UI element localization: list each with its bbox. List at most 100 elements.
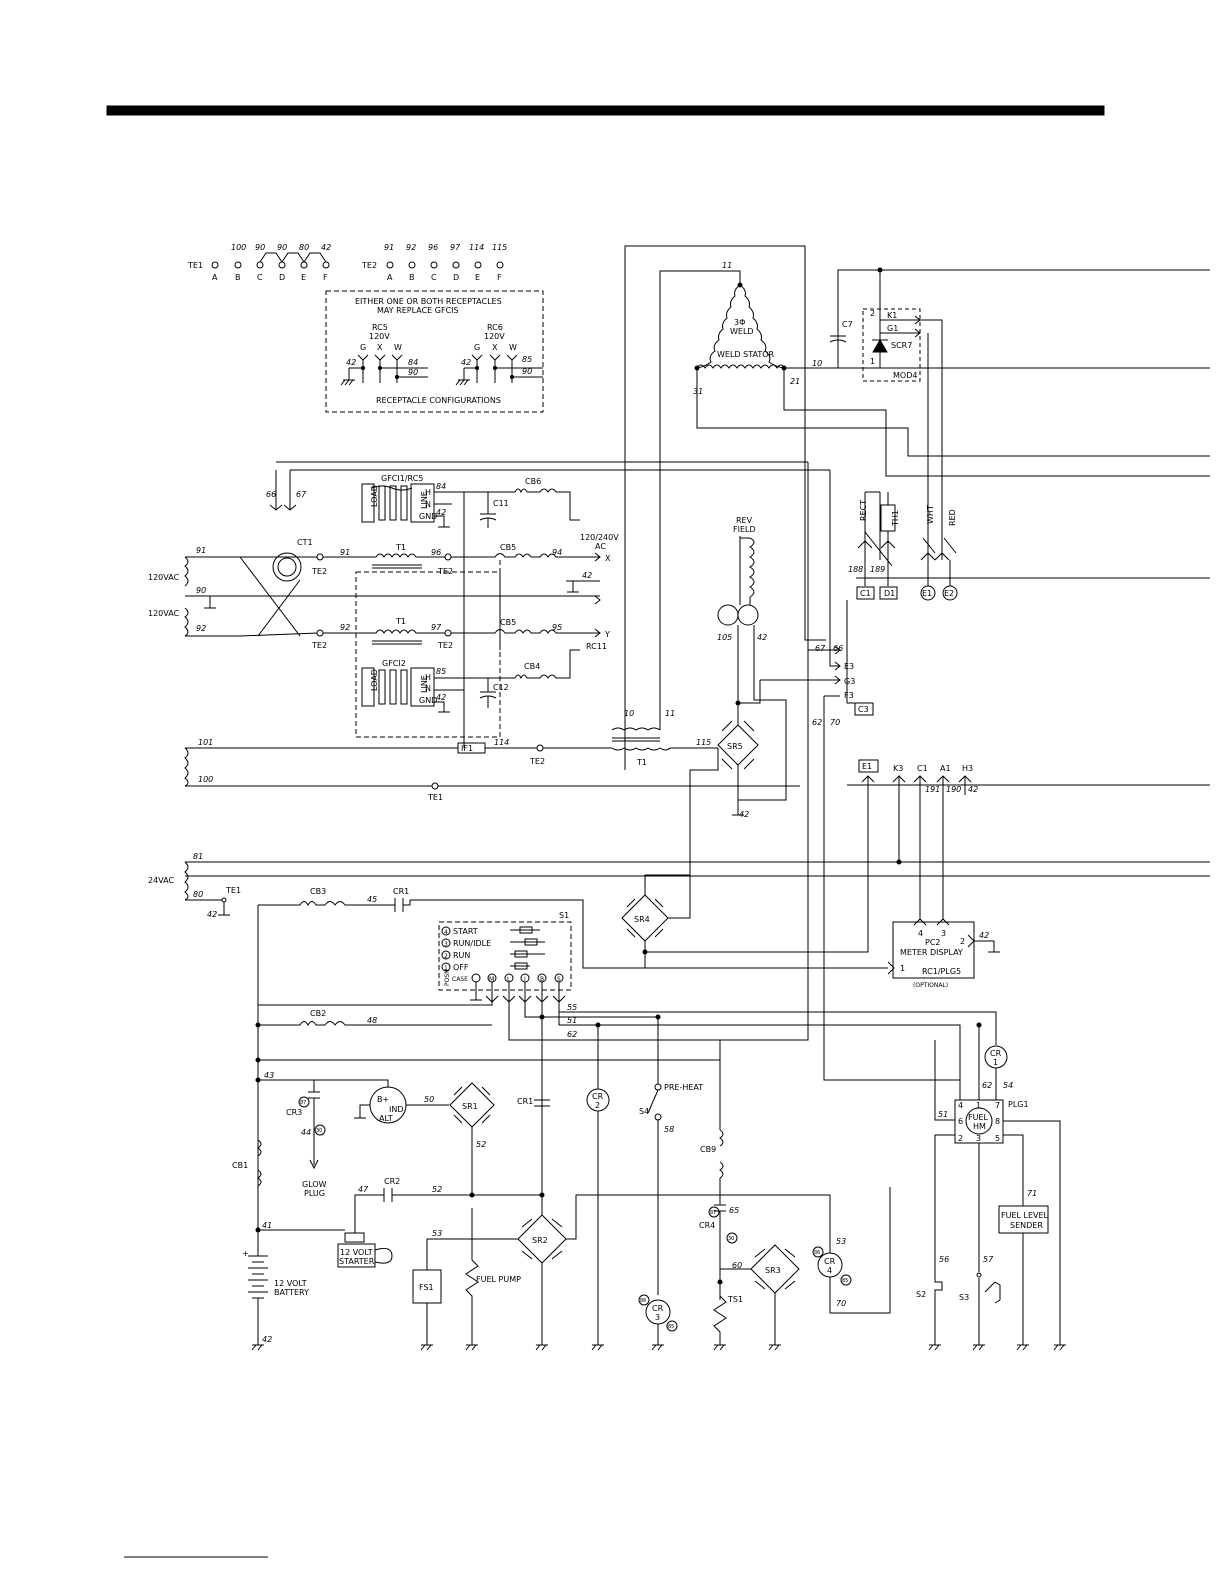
pc2-wire-42: 42 [979,931,989,940]
t1-top-label: T1 [395,543,406,552]
field-wire-66: 66 [833,644,843,653]
c12-label: C12 [493,683,509,692]
cb4-label: CB4 [524,662,540,671]
s2-label: S2 [916,1290,926,1299]
pc2-pin-4: 4 [918,929,923,938]
preheat-label: PRE-HEAT [664,1083,703,1092]
s1-wire-51: 51 [567,1016,577,1025]
gfci2-wire-85: 85 [436,667,446,676]
aux-wire-91b: 91 [340,548,350,557]
conn-f3: F3 [844,691,854,700]
sr4-label: SR4 [634,915,650,924]
exciter-circuit: IF1 101 100 114 TE2 TE1 T1 10 11 115 42 [184,709,800,819]
eng-wire-70: 70 [836,1299,846,1308]
exciter-wire-10: 10 [624,709,634,718]
stator-wire-31: 31 [693,387,703,396]
te1-letter-d: D [279,273,285,282]
s1-num-4: 4 [444,929,448,936]
aux-wire-91a: 91 [196,546,206,555]
eng-wire-52b: 52 [476,1140,486,1149]
conn-d1: D1 [884,589,895,598]
ts1-label: TS1 [727,1295,743,1304]
mod4-g1: G1 [887,324,898,333]
pc2-bus: E1 K3 C1 A1 H3 191 190 42 [645,759,1210,953]
bus-wire-190: 190 [946,785,961,794]
te2-letter-b: B [409,273,415,282]
sr5-label: SR5 [727,742,743,751]
wire-94: 94 [552,548,562,557]
gfci2-name: GFCI2 [382,659,406,668]
exciter-wire-101: 101 [198,738,213,747]
gfci1-gnd: GND [419,512,437,521]
field-wire-62: 62 [812,718,822,727]
te2-wire-e: 114 [469,243,484,252]
out-x: X [605,554,611,563]
aux-wire-97: 97 [431,623,442,632]
s1-num-1: 1 [444,965,448,972]
sr2-label: SR2 [532,1236,548,1245]
te1-letter-b: B [235,273,241,282]
plg1-label: PLG1 [1008,1100,1029,1109]
s1-term-s: S [557,976,561,983]
weld-stator: 3Φ WELD WELD STATOR 11 31 21 10 [624,245,1210,770]
eng-wire-51b: 51 [938,1110,948,1119]
exciter-wire-11: 11 [665,709,675,718]
s1-num-3: 3 [444,941,448,948]
rc6-pin-w: W [509,343,517,352]
conn-c3: C3 [858,705,869,714]
te1-wire-c: 90 [255,243,265,252]
aux-120vac: 120VAC 120VAC CT1 66 67 91 90 92 TE2 TE2… [148,461,830,650]
bus-e1: E1 [862,762,872,771]
p86a: 86 [640,1298,646,1304]
stator-wire-10: 10 [812,359,822,368]
cr3-contact-label: CR3 [286,1108,302,1117]
alt-label-1: B+ [377,1095,389,1104]
gfci1-h: H [425,488,431,497]
cr3-coil-label-1: CR [652,1304,664,1313]
exciter-wire-114: 114 [494,738,509,747]
sr1-label: SR1 [462,1102,478,1111]
eng-wire-53b: 53 [836,1237,846,1246]
conn-g3: G3 [844,677,855,686]
te1-label: TE1 [187,261,203,270]
bus-wire-42: 42 [968,785,978,794]
s1-term-l: L [507,976,511,983]
mod4-k1: K1 [887,311,897,320]
cr1-coil-label-2: 1 [993,1058,998,1067]
out-label-2: AC [595,542,606,551]
aux-wire-92a: 92 [196,624,206,633]
gfci2-line: LINE [420,675,429,693]
te2-wire-d: 97 [450,243,461,252]
aux-volt-1: 120VAC [148,573,180,582]
rc6-name: RC6 [487,323,503,332]
te2-letter-c: C [431,273,437,282]
terminal-strip-te1: TE1 A B C D E F 100 90 90 80 42 [187,243,331,282]
gfci2-load: LOAD [370,669,379,691]
s1-run-idle: RUN/IDLE [453,939,491,948]
rc5-volt: 120V [369,332,390,341]
ct1-wire-67: 67 [296,490,307,499]
cr4-coil-label-2: 4 [827,1266,832,1275]
conn-e2: E2 [944,589,954,598]
battery-label-1: 12 VOLT [274,1279,307,1288]
pc2-pin-3: 3 [941,929,946,938]
plg-pin-8: 8 [995,1117,1000,1126]
bus-a1: A1 [940,764,951,773]
aux-volt-2: 120VAC [148,609,180,618]
te2-a-label: TE2 [311,567,327,576]
cb6-label: CB6 [525,477,541,486]
bus-wire-191: 191 [925,785,940,794]
out-y: Y [604,630,610,639]
stator-wire-11: 11 [722,261,732,270]
eng-wire-62b: 62 [982,1081,992,1090]
bus-c1: C1 [917,764,928,773]
s1-start: START [453,927,478,936]
s1-term-m: M [489,976,494,983]
cr4-coil-label-1: CR [824,1257,836,1266]
te1-wire-f: 42 [321,243,331,252]
aux-wire-92b: 92 [340,623,350,632]
v24-wire-81: 81 [193,852,203,861]
aux-wire-90: 90 [196,586,206,595]
gfci1-name: GFCI1/RC5 [381,474,423,483]
